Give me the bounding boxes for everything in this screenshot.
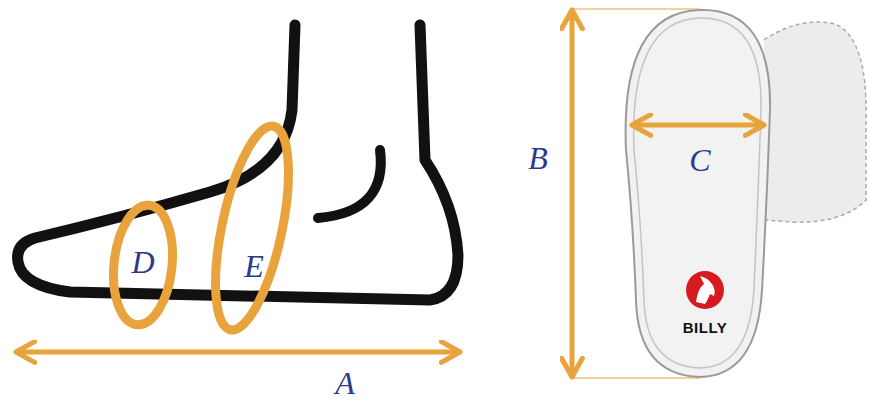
measure-label: A — [335, 367, 355, 399]
insole-inner-line — [634, 18, 761, 368]
insole-width-arrow — [634, 123, 762, 128]
insole-outline — [626, 10, 770, 377]
guide-line — [572, 9, 700, 10]
measuring-ring — [108, 120, 303, 336]
measure-label: B — [528, 142, 548, 174]
length-arrow — [18, 350, 458, 355]
guide-line — [572, 378, 700, 379]
measure-label: E — [244, 250, 264, 282]
measure-label: C — [689, 144, 710, 176]
measure-label: D — [131, 246, 154, 278]
brand-name: BILLY — [683, 320, 727, 335]
insole-length-arrow — [570, 12, 575, 375]
brand-logo — [686, 271, 724, 309]
shoe-flap — [764, 22, 866, 222]
